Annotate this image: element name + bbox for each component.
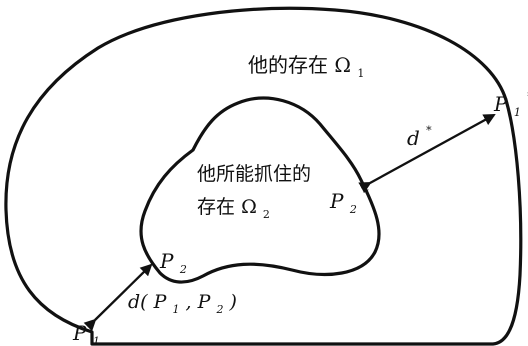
point-p1-subscript: 1 (93, 335, 100, 346)
d-p1-p2-arrow (83, 263, 153, 332)
inner-region-label-line2: 存在 Ω 2 (197, 196, 270, 221)
point-p2-subscript: 2 (179, 263, 187, 276)
distance-d-p1-p2-p2-base: P (197, 291, 212, 313)
point-p2-star-superscript: * (363, 187, 369, 200)
outer-region-label-prefix: 他的存在 (248, 53, 328, 77)
point-p2-star-label: P 2 * (329, 187, 369, 218)
inner-region-label-line2-symbol: Ω (241, 196, 257, 218)
outer-region-label-symbol: Ω (334, 53, 351, 77)
outer-region-label: 他的存在 Ω 1 (248, 53, 364, 80)
distance-d-p1-p2-p1-base: P (153, 291, 168, 313)
inner-region-label-line2-subscript: 2 (263, 208, 270, 221)
point-p2-base: P (159, 249, 174, 273)
distance-d-star-label: d * (407, 124, 432, 150)
inner-region-boundary (139, 96, 381, 284)
outer-region-label-subscript: 1 (357, 67, 364, 80)
distance-d-p1-p2-suffix: ) (229, 291, 237, 313)
point-p1-star-base: P (493, 92, 508, 116)
point-p1-star-subscript: 1 (514, 106, 521, 119)
point-p1-label: P 1 (72, 321, 100, 346)
inner-region-label-line2-prefix: 存在 (197, 196, 235, 218)
d-star-arrow (358, 113, 496, 194)
distance-d-star-superscript: * (426, 124, 432, 137)
point-p1-base: P (72, 321, 87, 345)
distance-d-star-base: d (407, 126, 420, 150)
distance-d-p1-p2-p2-sub: 2 (215, 303, 223, 316)
inner-region-label-line1: 他所能抓住的 (197, 163, 311, 185)
point-p2-star-base: P (329, 189, 344, 213)
point-p2-label: P 2 (159, 249, 187, 276)
distance-d-p1-p2-label: d( P 1 , P 2 ) (128, 291, 237, 318)
outer-region-boundary (4, 6, 523, 346)
distance-d-p1-p2-separator: , (186, 291, 192, 313)
distance-d-p1-p2-prefix: d( (128, 291, 148, 313)
point-p2-star-subscript: 2 (349, 203, 357, 216)
distance-d-p1-p2-p1-sub: 1 (172, 303, 179, 316)
